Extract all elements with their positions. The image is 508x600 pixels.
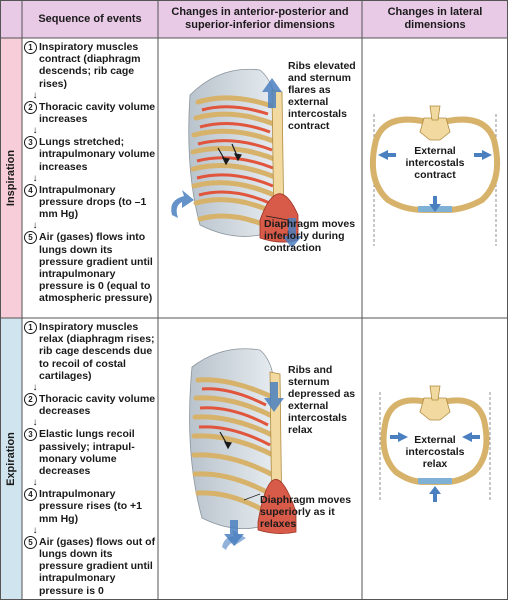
inspiration-lateral-label: External intercostals contract <box>405 145 465 181</box>
down-arrow-icon: ↓ <box>32 172 38 184</box>
step-number-badge: 3 <box>24 428 37 442</box>
dark-arrows <box>219 431 232 450</box>
diaphragm-pointer-line <box>243 493 261 501</box>
expiration-diaphragm-label: Diaphragm moves superiorly as it relaxes <box>260 494 352 530</box>
down-arrow-icon <box>429 196 441 212</box>
vertebra-process <box>429 105 441 121</box>
expiration-rib-cage-illustration <box>189 348 297 550</box>
vertebra-shape <box>419 117 451 141</box>
intercostal-muscles-group <box>196 105 274 206</box>
inspiration-rib-cage-illustration <box>171 68 302 248</box>
step-number-badge: 4 <box>24 488 37 502</box>
expiration-label: Expiration <box>5 432 18 486</box>
inspiration-ribs-label: Ribs elevated and sternum flares as exte… <box>288 60 356 132</box>
step-number-badge: 3 <box>24 136 37 150</box>
left-arrow-icon <box>378 150 396 160</box>
step-number-badge: 2 <box>24 393 37 407</box>
header-ap-si-dimensions: Changes in anterior-posterior and superi… <box>171 6 349 31</box>
vertebra-shape <box>419 397 451 421</box>
step-text: Inspiratory muscles relax (diaphragm ris… <box>39 321 155 382</box>
step-text: Inspiratory muscles contract (diaphragm … <box>39 41 141 90</box>
header-sequence-of-events: Sequence of events <box>38 12 142 25</box>
step-text: Lungs stretched; intrapulmonary volume i… <box>39 136 156 173</box>
down-arrow-icon: ↓ <box>32 524 38 536</box>
up-arrow-icon <box>262 78 282 108</box>
expiration-side-label: Expiration <box>0 318 22 600</box>
costal-cartilage <box>418 478 452 484</box>
expiration-lateral-label: External intercostals relax <box>405 434 465 470</box>
down-arrow-icon <box>264 382 284 412</box>
step-text: Air (gases) flows into lungs down its pr… <box>39 231 153 305</box>
header-lateral-dimensions: Changes in lateral dimensions <box>387 6 483 31</box>
down-arrow-icon <box>282 218 302 248</box>
step-number-badge: 5 <box>24 231 37 245</box>
step-text: Elastic lungs recoil passively; intrapul… <box>39 428 135 478</box>
step-text: Thoracic cavity volume decreases <box>39 393 156 418</box>
down-arrow-icon: ↓ <box>32 417 38 429</box>
down-arrow-icon: ↓ <box>32 477 38 489</box>
inspiration-label: Inspiration <box>5 149 18 207</box>
step-text: Air (gases) flows out of lungs down its … <box>39 535 156 597</box>
expiration-lateral-cross-section <box>379 385 491 502</box>
inspiration-side-label: Inspiration <box>0 38 22 318</box>
step-text: Intrapulmonary pressure drops (to –1 mm … <box>39 183 147 221</box>
step-text: Intrapulmonary pressure rises (to +1 mm … <box>39 488 143 525</box>
expiration-ribs-label: Ribs and sternum depressed as external i… <box>288 364 356 436</box>
expiration-side-background <box>0 318 22 600</box>
left-arrow-icon <box>462 432 480 442</box>
dark-arrows <box>217 143 242 166</box>
down-arrow-icon: ↓ <box>32 89 38 101</box>
step-number-badge: 5 <box>24 535 37 549</box>
step-number-badge: 4 <box>24 183 37 197</box>
step-number-badge: 1 <box>24 41 37 54</box>
down-arrow-icon: ↓ <box>32 125 38 137</box>
down-arrow-icon: ↓ <box>32 220 38 232</box>
diaphragm-pointer-line <box>265 215 289 221</box>
intercostal-muscles-group <box>198 387 271 447</box>
right-arrow-icon <box>474 150 492 160</box>
right-arrow-icon <box>390 432 408 442</box>
inspiration-diaphragm-label: Diaphragm moves inferiorly during contra… <box>264 218 356 254</box>
step-number-badge: 1 <box>24 321 37 334</box>
curved-arrow-icon <box>171 190 194 218</box>
diaphragm-shape <box>257 478 297 534</box>
vertebra-process <box>429 385 441 401</box>
step-number-badge: 2 <box>24 100 37 114</box>
inspiration-side-background <box>0 38 22 318</box>
curved-arrow-icon <box>222 530 246 550</box>
down-arrow-icon: ↓ <box>32 382 38 394</box>
up-arrow-icon <box>429 486 441 502</box>
step-text: Thoracic cavity volume increases <box>39 100 156 126</box>
inspiration-lateral-cross-section <box>369 105 501 246</box>
header-row-background <box>0 0 508 38</box>
